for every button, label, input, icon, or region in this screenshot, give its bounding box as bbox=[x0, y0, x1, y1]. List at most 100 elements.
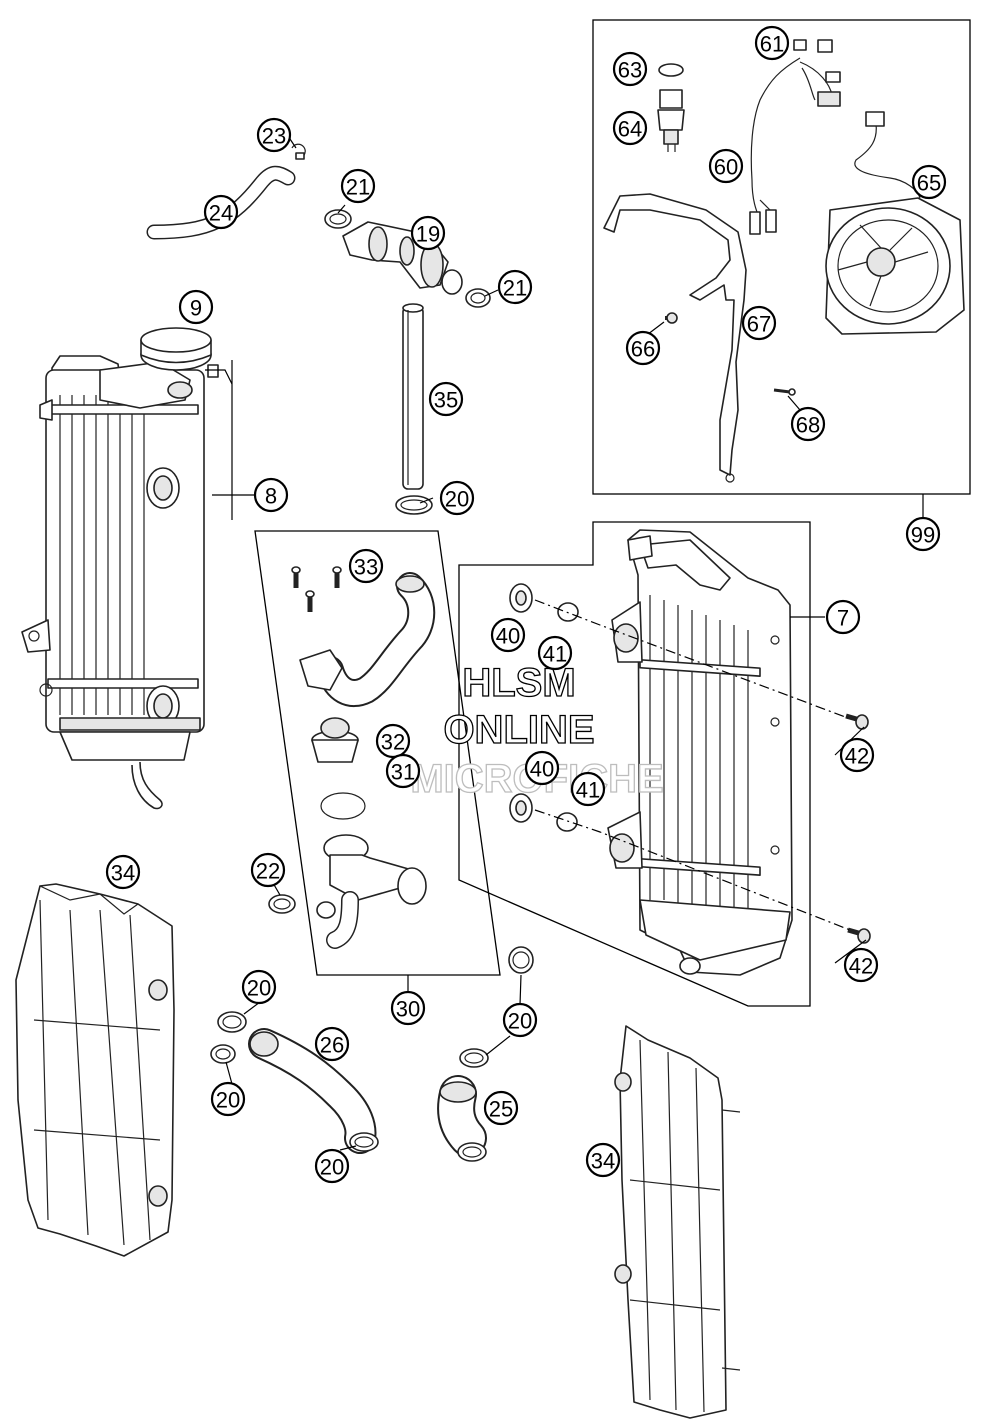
callout-25: 25 bbox=[483, 1090, 519, 1126]
callout-23: 23 bbox=[256, 117, 292, 153]
radiator-guard-left bbox=[15, 883, 175, 1257]
callout-41-lower: 41 bbox=[570, 771, 606, 807]
svg-text:61: 61 bbox=[760, 32, 784, 57]
svg-text:60: 60 bbox=[714, 155, 738, 180]
rubber-grommet-lower bbox=[509, 793, 533, 823]
callout-30: 30 bbox=[390, 990, 426, 1026]
svg-text:24: 24 bbox=[209, 201, 233, 226]
callout-20-left-lower: 20 bbox=[210, 1081, 246, 1117]
wiring-harness bbox=[749, 39, 841, 235]
callout-41-upper: 41 bbox=[537, 635, 573, 671]
fan-kit-group-box bbox=[592, 19, 971, 495]
callout-19: 19 bbox=[410, 215, 446, 251]
callout-20-bottom: 20 bbox=[314, 1148, 350, 1184]
svg-text:42: 42 bbox=[845, 744, 869, 769]
radiator-cap bbox=[140, 327, 219, 378]
svg-text:26: 26 bbox=[320, 1033, 344, 1058]
svg-text:40: 40 bbox=[496, 624, 520, 649]
hose-clamp-lower-left bbox=[217, 1011, 247, 1033]
thermostat bbox=[311, 717, 359, 763]
callout-31: 31 bbox=[385, 753, 421, 789]
callout-20-tube: 20 bbox=[439, 480, 475, 516]
svg-text:63: 63 bbox=[618, 58, 642, 83]
svg-text:20: 20 bbox=[320, 1155, 344, 1180]
coolant-pipe bbox=[402, 303, 424, 490]
callout-99: 99 bbox=[905, 516, 941, 552]
spacer-washer-upper bbox=[557, 602, 579, 622]
spacer-washer-lower bbox=[556, 812, 578, 832]
rubber-grommet-upper bbox=[509, 583, 533, 613]
screw-set bbox=[291, 566, 342, 612]
callout-35: 35 bbox=[428, 381, 464, 417]
svg-text:65: 65 bbox=[917, 171, 941, 196]
svg-text:31: 31 bbox=[391, 760, 415, 785]
svg-text:68: 68 bbox=[796, 413, 820, 438]
bracket-screw bbox=[665, 312, 678, 324]
thermostat-housing bbox=[316, 834, 427, 949]
svg-text:41: 41 bbox=[576, 778, 600, 803]
radiator-right bbox=[607, 529, 793, 976]
callout-26: 26 bbox=[314, 1026, 350, 1062]
thermostat-kit-group-box bbox=[254, 530, 501, 976]
svg-text:8: 8 bbox=[265, 484, 277, 509]
svg-text:19: 19 bbox=[416, 222, 440, 247]
hose-clamp-upper-right bbox=[465, 288, 491, 308]
thermostat-o-ring bbox=[320, 792, 366, 820]
radiator-bolt-lower bbox=[847, 927, 871, 944]
callout-24: 24 bbox=[203, 194, 239, 230]
hose-clamp-lower-left-2 bbox=[210, 1044, 236, 1064]
overflow-hose bbox=[146, 165, 296, 240]
svg-text:40: 40 bbox=[530, 757, 554, 782]
radiator-fan bbox=[825, 111, 965, 335]
svg-text:32: 32 bbox=[381, 730, 405, 755]
svg-text:67: 67 bbox=[747, 312, 771, 337]
callout-20-left-upper: 20 bbox=[241, 969, 277, 1005]
hose-clamp-right bbox=[508, 946, 534, 974]
callout-20-right: 20 bbox=[502, 1002, 538, 1038]
hose-clamp-tube bbox=[395, 495, 433, 515]
svg-text:66: 66 bbox=[631, 337, 655, 362]
hose-clamp-lower bbox=[349, 1132, 379, 1152]
callout-68: 68 bbox=[790, 406, 826, 442]
callout-63: 63 bbox=[612, 51, 648, 87]
callout-40-lower: 40 bbox=[524, 750, 560, 786]
radiator-guard-right bbox=[614, 1025, 741, 1419]
hose-clip bbox=[291, 143, 306, 160]
svg-text:33: 33 bbox=[354, 555, 378, 580]
hose-clamp-right-lower bbox=[459, 1048, 489, 1068]
callout-33: 33 bbox=[348, 548, 384, 584]
callout-42-lower: 42 bbox=[843, 947, 879, 983]
callout-7: 7 bbox=[825, 599, 861, 635]
svg-text:35: 35 bbox=[434, 388, 458, 413]
radiator-hose-left bbox=[248, 1028, 377, 1154]
svg-text:34: 34 bbox=[111, 861, 135, 886]
svg-text:21: 21 bbox=[346, 175, 370, 200]
callout-32: 32 bbox=[375, 723, 411, 759]
callout-34-right: 34 bbox=[585, 1142, 621, 1178]
callout-34-left: 34 bbox=[105, 854, 141, 890]
radiator-hose-right bbox=[437, 1075, 487, 1157]
svg-text:20: 20 bbox=[445, 487, 469, 512]
sealing-washer bbox=[658, 63, 684, 77]
callout-22: 22 bbox=[250, 852, 286, 888]
svg-text:41: 41 bbox=[543, 642, 567, 667]
temperature-switch bbox=[657, 89, 685, 152]
svg-text:20: 20 bbox=[508, 1009, 532, 1034]
callout-8: 8 bbox=[253, 477, 289, 513]
callout-61: 61 bbox=[754, 25, 790, 61]
svg-text:9: 9 bbox=[190, 296, 202, 321]
svg-text:42: 42 bbox=[849, 954, 873, 979]
fan-bracket bbox=[603, 193, 747, 483]
watermark-line-2: ONLINE bbox=[443, 708, 594, 752]
svg-text:21: 21 bbox=[503, 276, 527, 301]
thermostat-hose bbox=[299, 572, 436, 707]
rivet bbox=[773, 388, 796, 396]
radiator-bolt-upper bbox=[845, 713, 869, 730]
svg-text:99: 99 bbox=[911, 523, 935, 548]
right-radiator-group-box bbox=[458, 521, 811, 1007]
callout-40-upper: 40 bbox=[490, 617, 526, 653]
svg-text:64: 64 bbox=[618, 117, 642, 142]
svg-text:20: 20 bbox=[247, 976, 271, 1001]
svg-text:7: 7 bbox=[837, 606, 849, 631]
